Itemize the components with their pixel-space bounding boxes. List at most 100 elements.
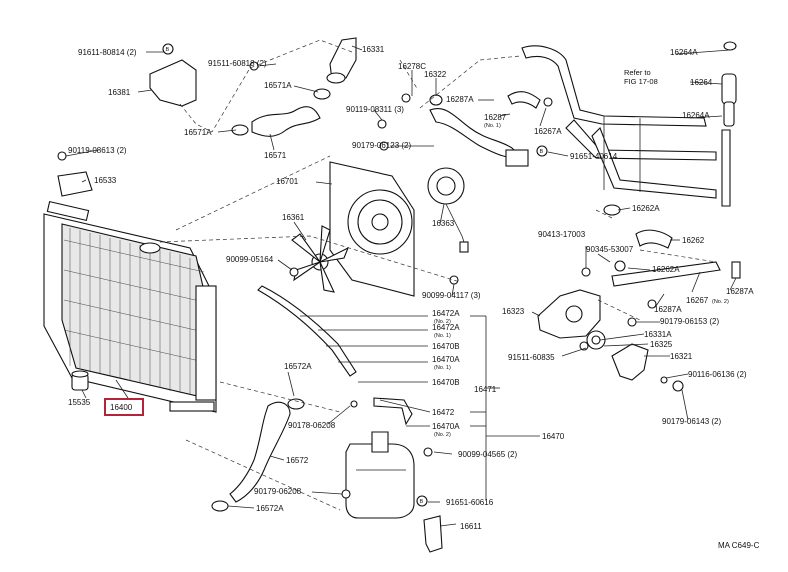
part-labels: 91611-80814 (2) 91511-60818 (2) 16331 16… [68,45,760,550]
label-16701: 16701 [276,177,299,186]
label-16400: 16400 [110,403,133,412]
label-16264: 16264 [690,78,713,87]
label-16572a-bot: 16572A [256,504,284,513]
label-90119-08311: 90119-08311 (3) [346,105,404,114]
hose-clamp-icon [287,398,305,410]
label-16472a-1: 16472A [432,309,460,318]
label-16470: 16470 [542,432,565,441]
label-16278c: 16278C [398,62,426,71]
label-16267: 16267 [686,296,709,305]
nut-icon [379,141,389,151]
radiator-assembly[interactable] [43,200,217,413]
label-90345-53007: 90345-53007 [586,245,634,254]
water-hose-16262[interactable] [603,204,673,249]
overflow-hose-16472[interactable] [257,285,413,426]
hose-clamp-icon [211,500,229,512]
label-16287a-right: 16287A [726,287,754,296]
label-90099-04117: 90099-04117 (3) [422,291,481,300]
bolt-icon [57,151,67,161]
label-16472a-2-no: (No. 1) [434,333,451,339]
label-16264a-top: 16264A [670,48,698,57]
fan-motor-16363[interactable] [427,167,469,253]
label-16571: 16571 [264,151,287,160]
radiator-bracket-16533[interactable] [57,151,93,197]
label-15535: 15535 [68,398,91,407]
label-16323: 16323 [502,307,525,316]
nut-icon [543,97,553,107]
water-inlet-16331[interactable] [249,37,357,84]
label-90179-06143: 90179-06143 (2) [662,417,721,426]
hose-16264[interactable] [721,41,737,127]
label-16470a-1: 16470A [432,355,460,364]
label-16572a-top: 16572A [284,362,312,371]
thermostat-16325[interactable] [586,330,606,350]
label-91511-60835: 91511-60835 [508,353,555,362]
cooling-fan-16361[interactable] [291,225,350,293]
selected-part-highlight[interactable] [104,398,144,416]
upper-radiator-hose-16571[interactable] [231,88,331,137]
water-inlet-16321[interactable] [611,343,649,381]
lower-radiator-hose-16572[interactable] [211,398,305,512]
diagram-code: MA C649-C [718,541,760,550]
reserve-tank-cap[interactable] [371,431,389,453]
bolt-icon [660,376,668,384]
label-90413-17003: 90413-17003 [538,230,586,239]
label-90119-08613: 90119-08613 (2) [68,146,127,155]
label-16571a-left: 16571A [184,128,212,137]
hose-16322[interactable] [429,91,541,167]
label-16611: 16611 [460,522,482,531]
fan-shroud-bracket-16381[interactable] [149,45,197,107]
label-16267-no2: (No. 2) [712,299,729,305]
label-16572: 16572 [286,456,309,465]
radiator-cap[interactable] [139,242,161,254]
label-16472: 16472 [432,408,455,417]
label-90179-06123: 90179-06123 (2) [352,141,411,150]
label-90179-06208: 90179-06208 [254,487,302,496]
water-outlet-16323[interactable] [537,289,601,339]
label-16325: 16325 [650,340,673,349]
label-90116-06136: 90116-06136 (2) [688,370,747,379]
nut-icon [672,380,684,392]
reference-b-markers: B B B [162,43,548,507]
label-16264a-mid: 16264A [682,111,710,120]
fan-shroud-16701[interactable] [329,161,415,297]
label-90178-06208: 90178-06208 [288,421,336,430]
label-91651-60616: 91651-60616 [446,498,494,507]
refer-to-text: Refer to [624,68,651,77]
hose-clamp-icon [723,41,737,51]
drain-cock-15535[interactable] [71,370,89,391]
hose-clamp-icon [614,260,626,272]
label-16287: 16287 [484,113,507,122]
reserve-tank-bracket-16611[interactable] [423,515,443,553]
svg-text:B: B [420,499,424,505]
label-90099-05164: 90099-05164 [226,255,274,264]
bolt-icon [377,119,387,129]
label-16533: 16533 [94,176,117,185]
label-16287-no1: (No. 1) [484,123,501,129]
label-16287a-mid: 16287A [654,305,682,314]
water-bypass-pipe-16267[interactable] [521,45,731,207]
bolt-icon [423,447,433,457]
reserve-tank-16470[interactable] [345,431,415,519]
clip-icon [647,299,657,309]
label-16472a-2: 16472A [432,323,460,332]
clip-icon [341,489,351,499]
label-16470a-2: 16470A [432,422,460,431]
label-16262a-mid: 16262A [652,265,680,274]
label-16571a-top: 16571A [264,81,292,90]
label-90099-04565: 90099-04565 (2) [458,450,517,459]
label-16470b: 16470B [432,342,460,351]
label-90179-06153: 90179-06153 (2) [660,317,719,326]
label-16287a-top: 16287A [446,95,474,104]
label-16472a-1-no: (No. 2) [434,319,451,325]
svg-text:B: B [540,149,544,155]
radiator-core-fins [63,228,205,395]
label-16331a: 16331A [644,330,672,339]
hose-clamp-icon [313,88,331,100]
bolt-icon [581,267,591,277]
nut-icon [627,317,637,327]
refer-fig-text: FIG 17-08 [624,77,658,86]
bolt-icon [449,275,459,285]
label-16267a-mid: 16267A [534,127,562,136]
